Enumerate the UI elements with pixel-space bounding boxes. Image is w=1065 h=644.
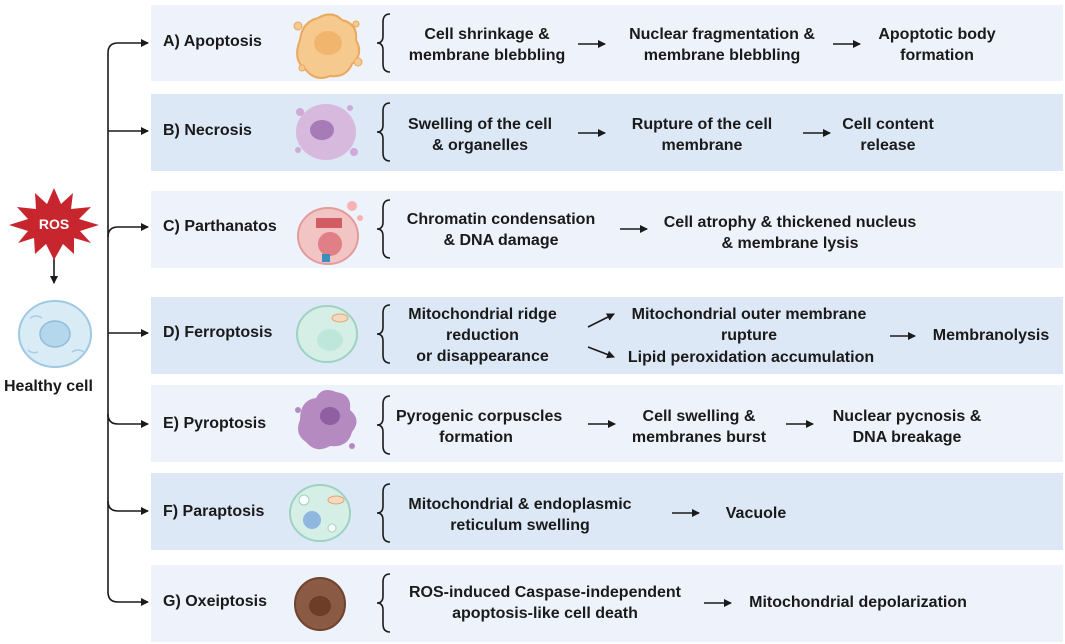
label-paraptosis: F) Paraptosis xyxy=(163,503,265,520)
oxeiptosis-cell-icon xyxy=(294,577,346,631)
apoptosis-cell-icon xyxy=(293,13,363,79)
label-ferroptosis: D) Ferroptosis xyxy=(163,324,273,341)
step-text: Mitochondrial depolarization xyxy=(749,594,967,611)
step-text: Swelling of the cell& organelles xyxy=(407,116,553,154)
ros-label: ROS xyxy=(38,216,70,232)
step-text: Nuclear pycnosis &DNA breakage xyxy=(832,408,982,446)
pyroptosis-cell-icon xyxy=(295,390,357,450)
step-text: Cell shrinkage &membrane blebbling xyxy=(408,26,566,64)
step-text: Chromatin condensation& DNA damage xyxy=(406,211,596,249)
label-pyroptosis: E) Pyroptosis xyxy=(163,415,267,432)
step-text: Membranolysis xyxy=(932,327,1050,344)
healthy-cell-icon xyxy=(18,300,92,368)
label-oxeiptosis: G) Oxeiptosis xyxy=(163,593,268,610)
ros-burst-icon xyxy=(9,188,99,260)
step-text: Lipid peroxidation accumulation xyxy=(627,349,875,366)
label-apoptosis: A) Apoptosis xyxy=(163,33,262,50)
label-necrosis: B) Necrosis xyxy=(163,122,252,139)
step-text: Nuclear fragmentation &membrane blebblin… xyxy=(629,26,815,64)
step-text: Vacuole xyxy=(725,505,787,522)
healthy-cell-label: Healthy cell xyxy=(4,378,93,395)
label-parthanatos: C) Parthanatos xyxy=(163,218,277,235)
parthanatos-cell-icon xyxy=(297,201,363,265)
paraptosis-cell-icon xyxy=(289,484,351,542)
step-text: Cell atrophy & thickened nucleus& membra… xyxy=(663,214,917,252)
necrosis-cell-icon xyxy=(295,104,358,160)
step-text: Cell swelling &membranes burst xyxy=(631,408,767,446)
ferroptosis-cell-icon xyxy=(296,305,358,363)
